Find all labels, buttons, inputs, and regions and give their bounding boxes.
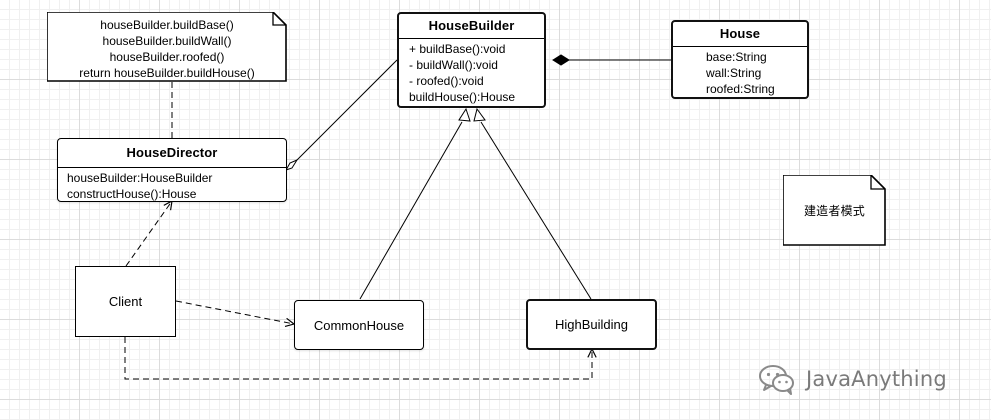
pattern-label-text: 建造者模式	[803, 204, 865, 218]
house-class-title: House	[673, 22, 807, 47]
house-member-2: wall:String	[706, 66, 762, 80]
house-builder-members: + buildBase():void - buildWall():void - …	[399, 39, 544, 105]
house-director-class-title: HouseDirector	[58, 139, 286, 168]
builder-note-line-3: houseBuilder.roofed()	[109, 50, 225, 64]
pattern-label-note[interactable]: 建造者模式	[783, 175, 886, 246]
connector-client-highbuilding-dependency	[124, 337, 592, 380]
connector-highbuilding-generalization	[473, 107, 592, 300]
connector-client-director-dependency	[125, 201, 172, 267]
connector-director-aggregation	[284, 59, 398, 171]
house-director-class[interactable]: HouseDirector houseBuilder:HouseBuilder …	[57, 138, 287, 202]
builder-code-note[interactable]: houseBuilder.buildBase() houseBuilder.bu…	[47, 12, 287, 82]
house-member-1: base:String	[706, 50, 767, 64]
builder-note-line-4: return houseBuilder.buildHouse()	[79, 66, 255, 80]
house-builder-member-2: - buildWall():void	[409, 58, 498, 72]
high-building-box[interactable]: HighBuilding	[526, 299, 657, 350]
house-members: base:String wall:String roofed:String	[673, 47, 807, 97]
house-director-member-1: houseBuilder:HouseBuilder	[67, 171, 213, 185]
connector-house-composition	[552, 54, 672, 66]
connector-client-commonhouse-dependency	[175, 300, 294, 324]
builder-note-line-2: houseBuilder.buildWall()	[102, 34, 232, 48]
connector-commonhouse-generalization	[359, 107, 471, 300]
house-director-member-2: constructHouse():House	[67, 187, 197, 201]
builder-code-note-text: houseBuilder.buildBase() houseBuilder.bu…	[47, 12, 287, 82]
house-builder-member-3: - roofed():void	[409, 74, 484, 88]
house-class[interactable]: House base:String wall:String roofed:Str…	[671, 20, 809, 99]
house-member-3: roofed:String	[706, 82, 775, 96]
watermark-text: JavaAnything	[806, 367, 947, 391]
house-builder-member-4: buildHouse():House	[409, 90, 516, 104]
wechat-logo-icon	[759, 365, 794, 395]
house-builder-class[interactable]: HouseBuilder + buildBase():void - buildW…	[397, 12, 546, 108]
house-director-members: houseBuilder:HouseBuilder constructHouse…	[58, 168, 286, 201]
common-house-label: CommonHouse	[313, 317, 405, 333]
high-building-label: HighBuilding	[555, 317, 628, 332]
watermark: JavaAnything	[756, 358, 971, 400]
builder-note-line-1: houseBuilder.buildBase()	[100, 18, 234, 32]
client-label: Client	[108, 294, 143, 309]
house-builder-class-title: HouseBuilder	[399, 14, 544, 39]
note-shape	[47, 12, 287, 82]
pattern-note-shape	[783, 175, 886, 246]
client-box[interactable]: Client	[75, 266, 176, 337]
house-builder-member-1: + buildBase():void	[409, 42, 506, 56]
common-house-box[interactable]: CommonHouse	[294, 300, 424, 350]
